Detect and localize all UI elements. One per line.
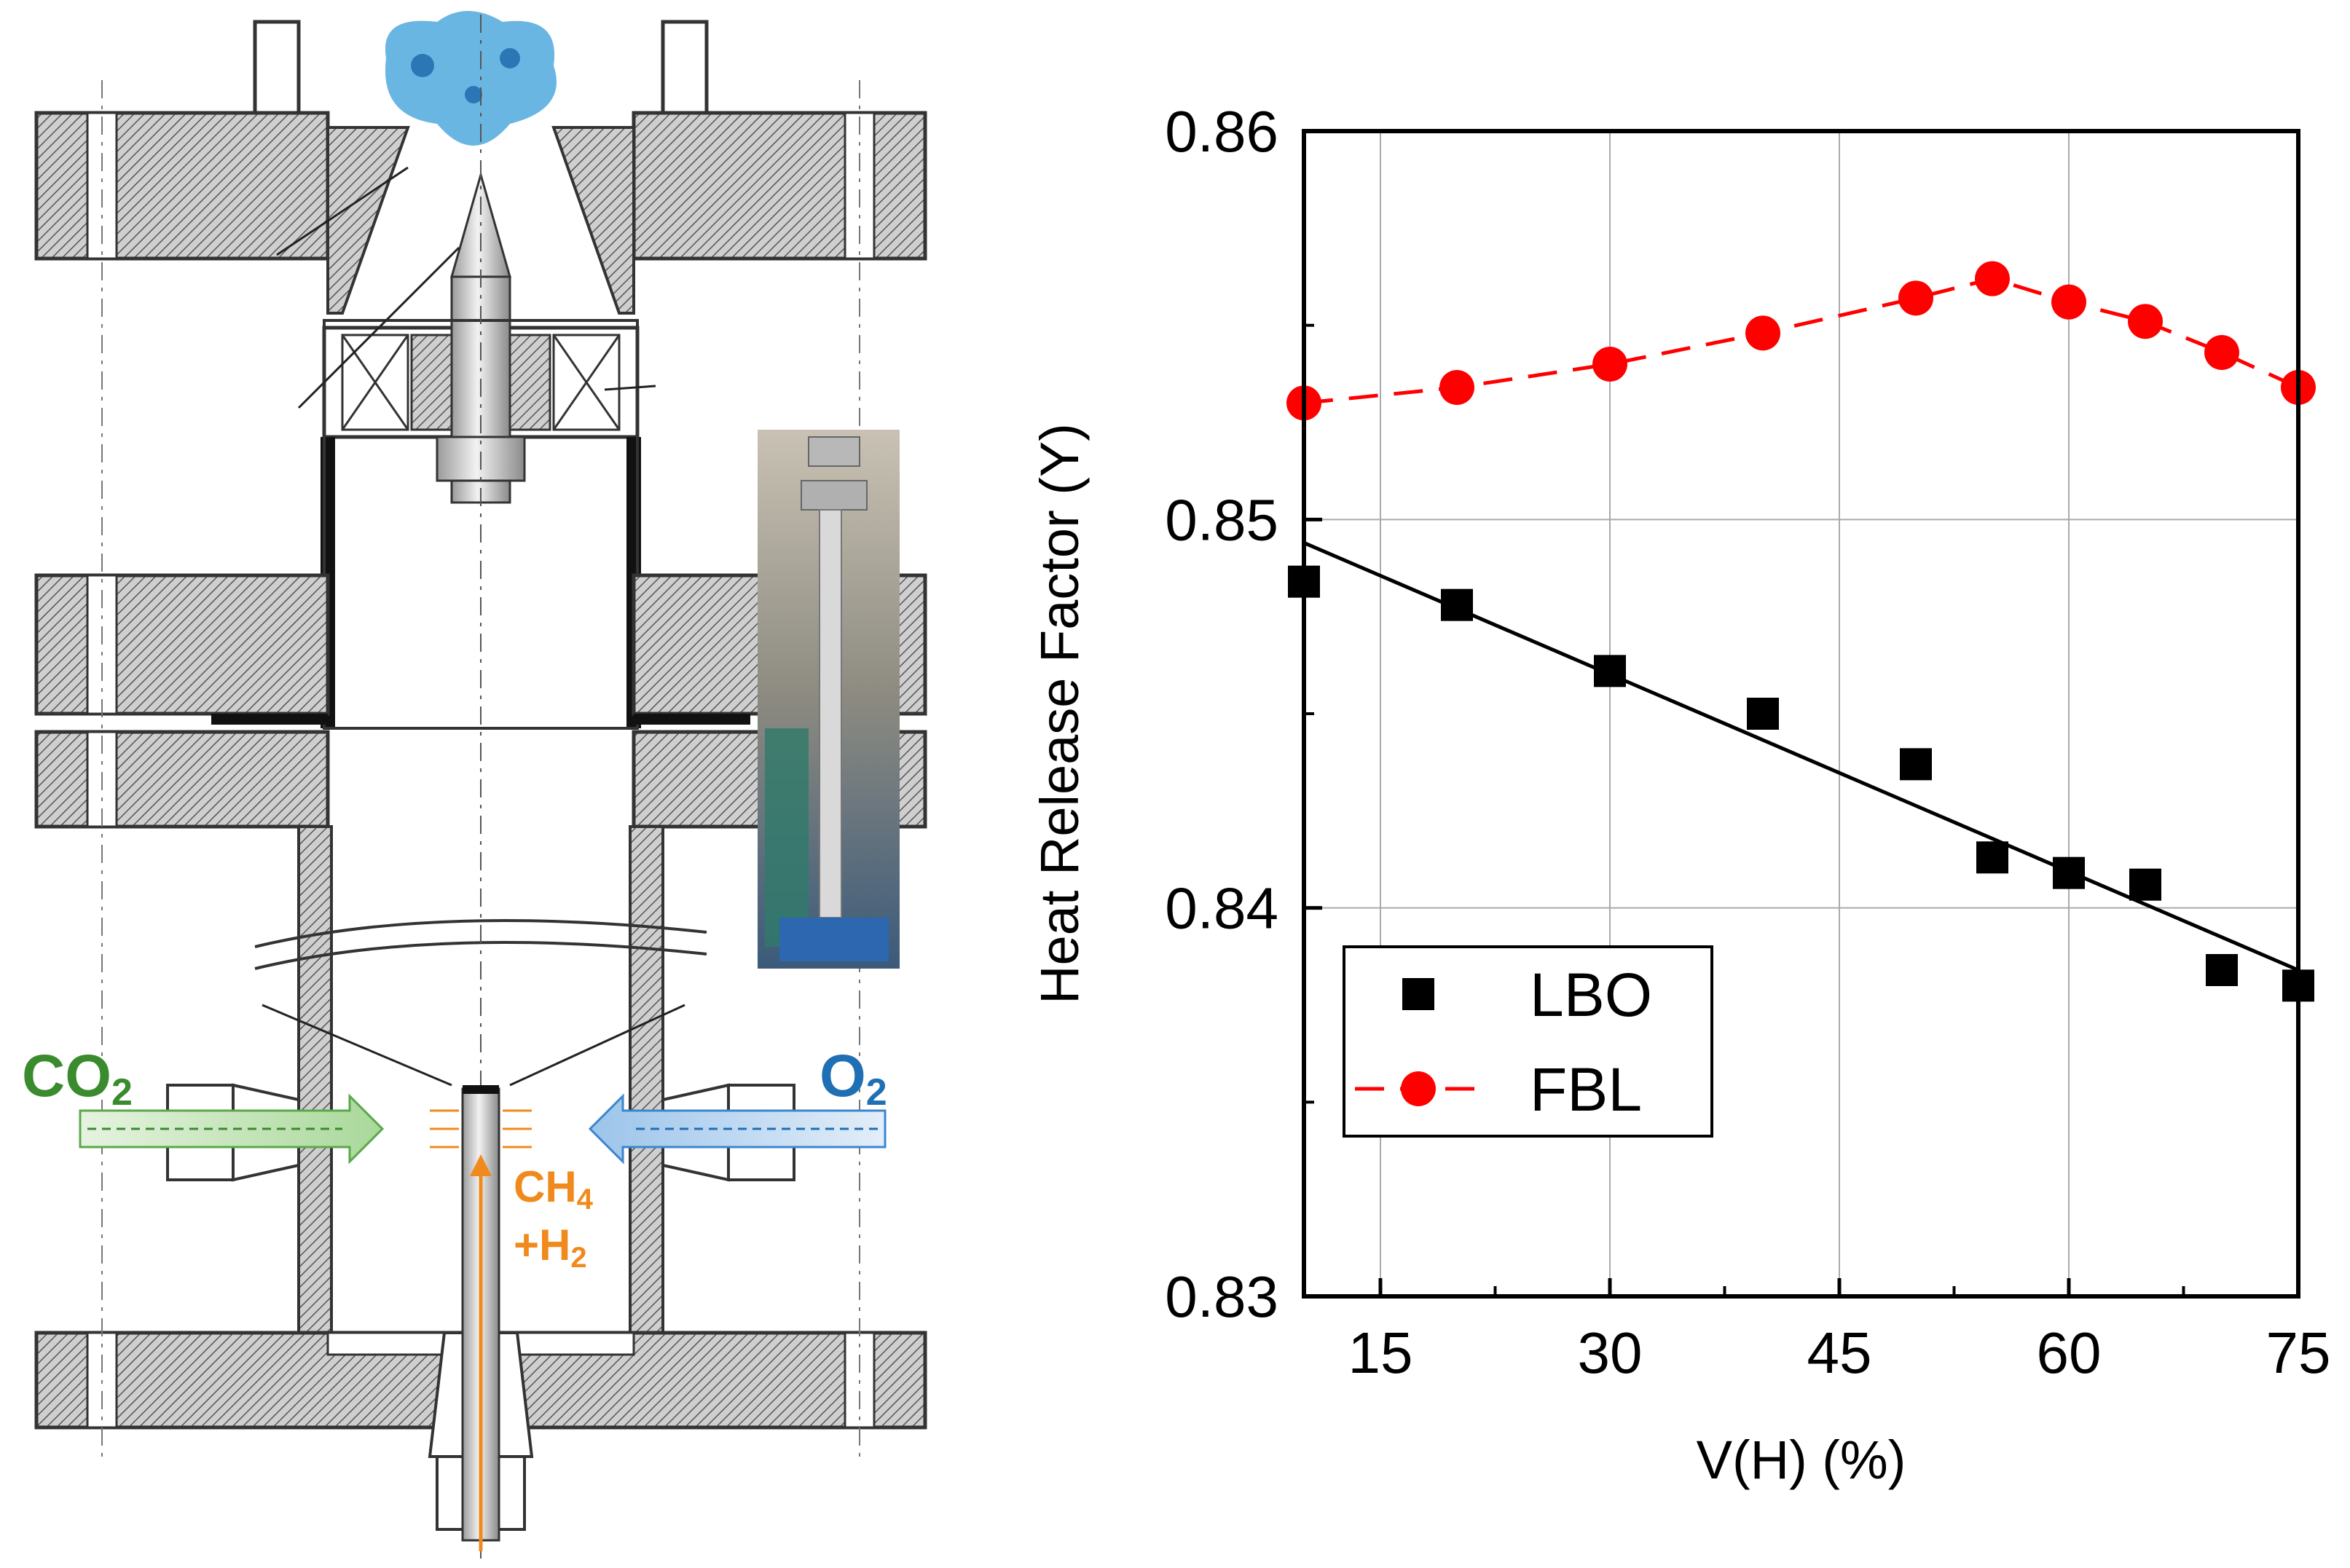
legend-marker-fbl <box>1401 1071 1436 1106</box>
o2-label: O2 <box>820 1043 887 1114</box>
point-fbl <box>1592 347 1627 382</box>
o2-inlet-arrow <box>588 1093 887 1165</box>
flame-icon <box>385 11 557 146</box>
fuel-lance <box>461 1085 500 1551</box>
x-tick-label: 15 <box>1348 1320 1413 1385</box>
co2-inlet-arrow <box>79 1093 385 1165</box>
data-markers <box>1286 261 2316 1002</box>
point-lbo <box>1594 655 1626 688</box>
fuel-outlet-arrows <box>430 1109 532 1149</box>
x-tick-label: 60 <box>2037 1320 2102 1385</box>
leader-lines <box>262 166 685 1087</box>
legend: LBO FBL <box>1343 945 1713 1138</box>
x-tick-label: 45 <box>1807 1320 1872 1385</box>
x-tick-label: 75 <box>2266 1320 2331 1385</box>
fuel-label-h2: +H2 <box>514 1221 587 1274</box>
series-line-fbl <box>1303 277 2300 405</box>
point-lbo <box>1900 748 1932 781</box>
fuel-label-ch4: CH4 <box>514 1162 594 1216</box>
point-fbl <box>2204 335 2239 370</box>
upper-flange <box>34 111 927 315</box>
legend-label-fbl: FBL <box>1530 1055 1642 1124</box>
point-lbo <box>1747 698 1779 730</box>
point-fbl <box>1898 280 1933 316</box>
axis-ticks: 15 30 45 60 75 0.83 0.84 0.85 0.86 <box>1165 99 2330 1385</box>
co2-label: CO2 <box>22 1043 133 1114</box>
point-fbl <box>1975 261 2010 296</box>
legend-marker-lbo <box>1402 978 1434 1010</box>
burner-schematic: CO2 O2 CH4 +H2 <box>22 11 927 1559</box>
y-tick-label: 0.85 <box>1165 487 1278 552</box>
point-fbl <box>1745 315 1780 351</box>
point-lbo <box>2129 868 2161 901</box>
legend-label-lbo: LBO <box>1530 961 1652 1029</box>
y-tick-label: 0.86 <box>1165 99 1278 164</box>
y-tick-label: 0.83 <box>1165 1264 1278 1329</box>
point-lbo <box>1976 841 2008 874</box>
y-axis-label: Heat Release Factor (Y) <box>1029 423 1090 1004</box>
point-fbl <box>1439 370 1474 405</box>
point-lbo <box>2206 954 2238 986</box>
point-lbo <box>1441 588 1473 621</box>
exhaust-pipe <box>253 20 709 126</box>
x-tick-label: 30 <box>1578 1320 1643 1385</box>
point-fbl <box>2128 304 2163 339</box>
legend-box <box>1343 945 1713 1138</box>
y-tick-label: 0.84 <box>1165 876 1278 941</box>
burner-photo <box>758 430 900 969</box>
point-lbo <box>2053 856 2085 889</box>
heat-release-chart: 15 30 45 60 75 0.83 0.84 0.85 0.86 V(H) (%) Heat… <box>1029 99 2330 1490</box>
x-axis-label: V(H) (%) <box>1697 1430 1906 1490</box>
point-fbl <box>2051 284 2086 320</box>
lower-body <box>254 825 707 1345</box>
